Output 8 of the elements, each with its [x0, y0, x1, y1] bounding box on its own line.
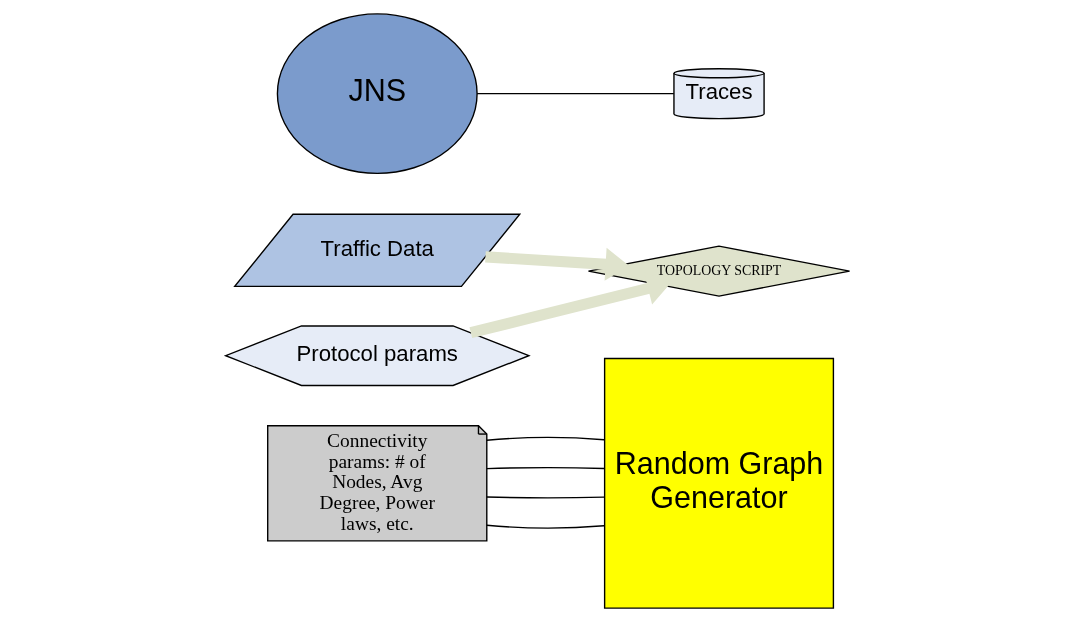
connector: [476, 92, 675, 95]
arrow: [485, 247, 630, 281]
connector: [486, 524, 605, 529]
connector: [486, 436, 605, 441]
connector: [486, 467, 605, 470]
connector: [486, 496, 605, 499]
node-box: Random Graph Generator: [603, 357, 835, 609]
node-ellipse: JNS: [276, 13, 478, 175]
